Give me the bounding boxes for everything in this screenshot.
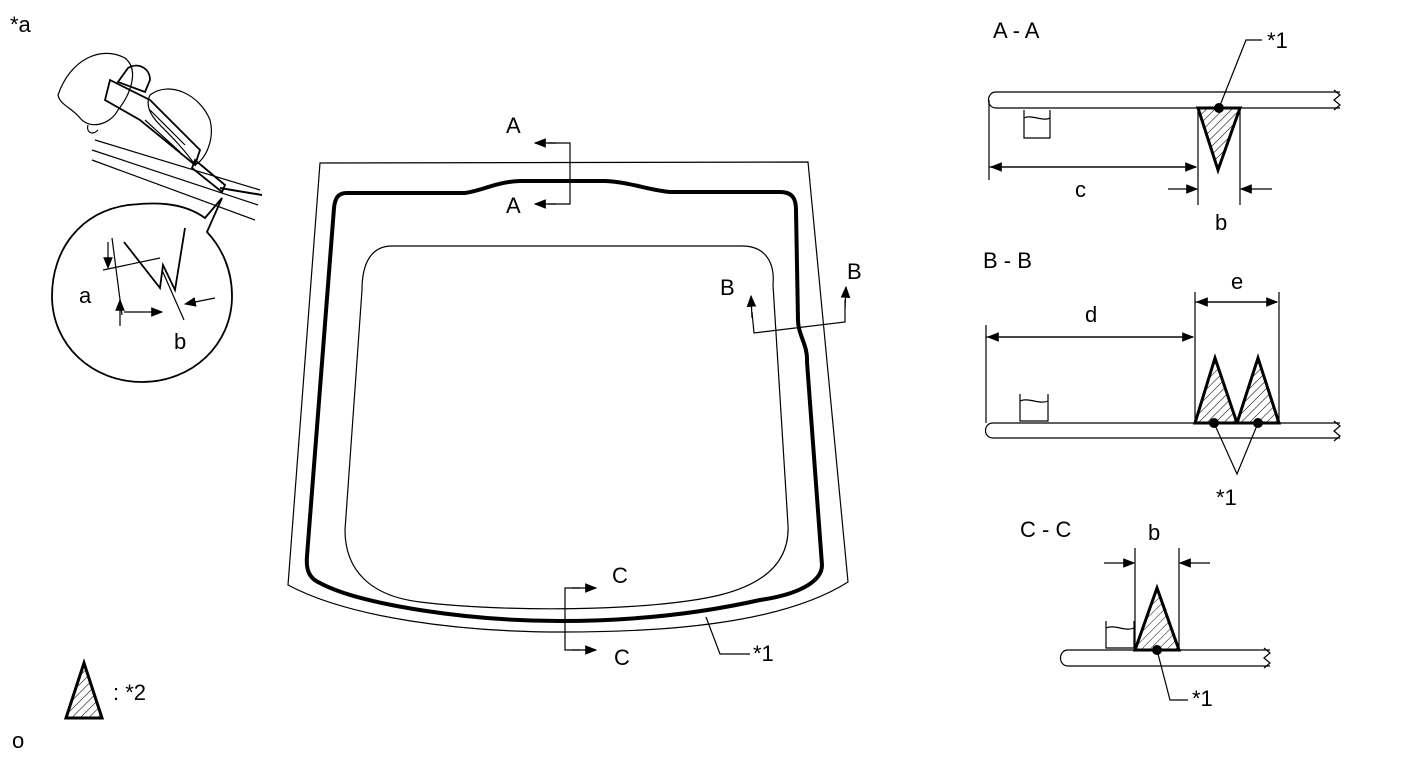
callout-1-cc-label: *1 xyxy=(1192,686,1213,711)
dim-b-aa-label: b xyxy=(1215,210,1227,235)
section-aa: A - A c b *1 xyxy=(987,18,1341,235)
section-c-top-label: C xyxy=(612,563,628,588)
callout-1-aa-label: *1 xyxy=(1267,28,1288,53)
magnified-bubble: a b xyxy=(51,197,233,383)
dim-d-label: d xyxy=(1085,302,1097,327)
bottom-ref-label: o xyxy=(12,728,24,753)
dim-b-cc-label: b xyxy=(1148,520,1160,545)
section-cc-title: C - C xyxy=(1020,517,1071,542)
section-b-left-label: B xyxy=(720,275,735,300)
legend: : *2 xyxy=(63,658,146,720)
dim-e-label: e xyxy=(1231,269,1243,294)
section-aa-title: A - A xyxy=(993,18,1040,43)
applicator-illustration xyxy=(57,52,263,221)
windshield-view: A A B B C C *1 xyxy=(287,113,862,670)
adhesive-triangle-bb-right xyxy=(1234,353,1282,425)
adhesive-triangle-bb-left xyxy=(1192,353,1240,425)
section-b-right-label: B xyxy=(847,259,862,284)
legend-label: : *2 xyxy=(113,680,146,705)
section-bb: B - B d e *1 xyxy=(983,248,1341,510)
section-a-bottom-label: A xyxy=(506,193,521,218)
section-bb-title: B - B xyxy=(983,248,1032,273)
section-a-top-label: A xyxy=(506,113,521,138)
dim-b-label: b xyxy=(174,329,186,354)
adhesive-bead xyxy=(304,179,824,623)
callout-1-main-label: *1 xyxy=(753,641,774,666)
dim-a-label: a xyxy=(79,283,92,308)
corner-ref-label: *a xyxy=(10,12,32,37)
callout-1-bb-label: *1 xyxy=(1216,485,1237,510)
adhesive-symbol-icon xyxy=(63,658,105,720)
dim-c-label: c xyxy=(1075,177,1086,202)
section-c-bottom-label: C xyxy=(614,645,630,670)
section-cc: C - C b *1 xyxy=(1020,517,1271,711)
adhesive-triangle-aa xyxy=(1195,106,1243,175)
adhesive-triangle-cc xyxy=(1132,583,1182,652)
